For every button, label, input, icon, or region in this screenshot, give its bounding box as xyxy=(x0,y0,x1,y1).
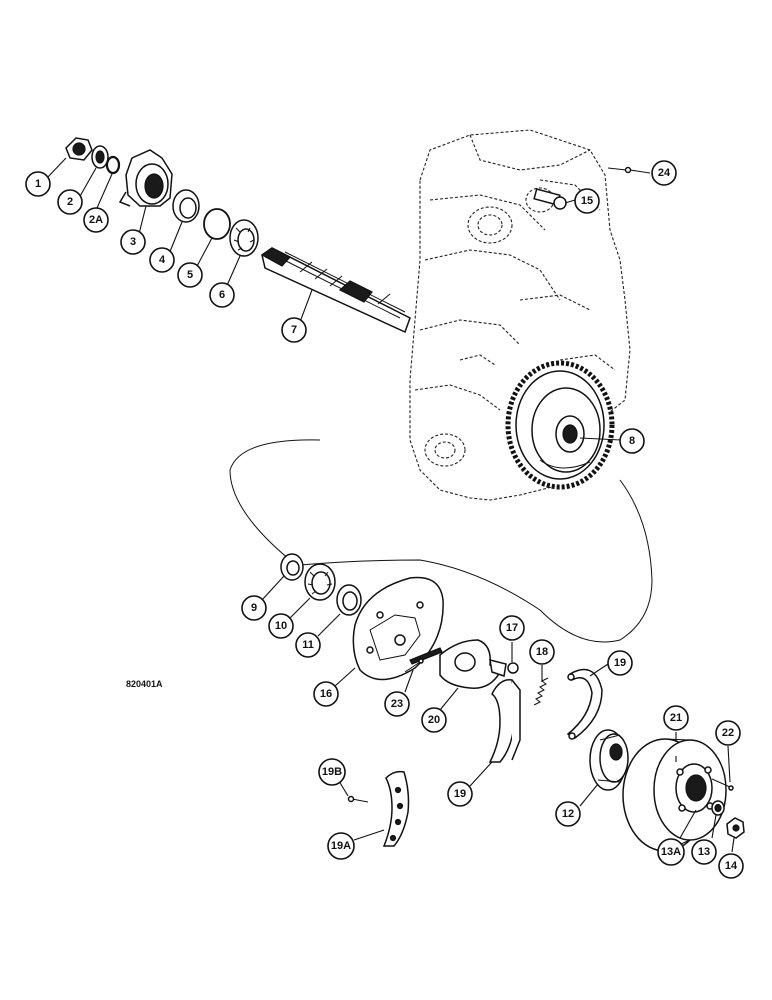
callout-24: 24 xyxy=(651,160,677,186)
callout-5-label: 5 xyxy=(187,269,193,281)
callout-13a: 13A xyxy=(657,838,685,866)
figure-reference-code: 820401A xyxy=(126,679,163,689)
o-ring xyxy=(105,155,121,175)
backing-plate xyxy=(352,576,444,681)
callout-2: 2 xyxy=(57,189,83,215)
anchor-bracket xyxy=(439,639,507,689)
callout-16: 16 xyxy=(313,681,339,707)
callout-2-label: 2 xyxy=(67,196,73,208)
brake-drum xyxy=(622,738,727,852)
screw xyxy=(404,658,424,673)
callout-1: 1 xyxy=(25,171,51,197)
callout-8-label: 8 xyxy=(629,435,635,447)
callout-20-label: 20 xyxy=(428,714,440,726)
callout-24-label: 24 xyxy=(658,167,671,179)
callout-2a: 2A xyxy=(83,207,109,233)
callout-19-lower-label: 19 xyxy=(454,788,466,800)
callout-19b-label: 19B xyxy=(322,766,342,778)
brake-shoe-lined xyxy=(382,770,410,847)
flat-washer xyxy=(711,800,725,816)
output-shaft xyxy=(260,247,411,334)
callout-22-label: 22 xyxy=(722,727,734,739)
rivet xyxy=(347,795,369,803)
callout-22: 22 xyxy=(715,720,741,746)
callout-16-label: 16 xyxy=(320,688,332,700)
callout-3-label: 3 xyxy=(130,236,136,248)
callout-7: 7 xyxy=(281,317,307,343)
callout-1-label: 1 xyxy=(35,178,41,190)
callout-2a-label: 2A xyxy=(89,214,103,226)
callout-13-label: 13 xyxy=(698,846,710,858)
transmission-housing xyxy=(409,129,631,501)
drum-screw xyxy=(711,778,734,791)
bearing xyxy=(304,563,336,601)
callout-21: 21 xyxy=(663,705,689,731)
washer xyxy=(91,145,109,169)
output-gear xyxy=(505,360,615,490)
callout-3: 3 xyxy=(120,229,146,255)
callout-4-label: 4 xyxy=(159,254,166,266)
callout-6: 6 xyxy=(209,282,235,308)
callout-11: 11 xyxy=(295,632,321,658)
callout-23-label: 23 xyxy=(391,698,403,710)
small-washer xyxy=(507,662,519,674)
callout-19a: 19A xyxy=(327,832,355,860)
callout-14-label: 14 xyxy=(725,860,738,872)
callout-19-upper-label: 19 xyxy=(614,657,626,669)
brake-shoe-lower xyxy=(488,679,521,763)
callout-20: 20 xyxy=(421,707,447,733)
callout-17-label: 17 xyxy=(506,622,518,634)
callout-12: 12 xyxy=(555,801,581,827)
callout-6-label: 6 xyxy=(219,289,225,301)
callout-19b: 19B xyxy=(318,758,346,786)
callout-9: 9 xyxy=(241,595,267,621)
callout-17: 17 xyxy=(499,615,525,641)
rear-seal xyxy=(336,584,362,616)
front-bearing xyxy=(229,219,259,257)
yoke xyxy=(118,149,173,207)
callout-15: 15 xyxy=(574,188,600,214)
callout-23: 23 xyxy=(384,691,410,717)
callout-12-label: 12 xyxy=(562,808,574,820)
callout-18-label: 18 xyxy=(536,646,548,658)
callout-11-label: 11 xyxy=(302,639,314,651)
callout-8: 8 xyxy=(619,428,645,454)
callout-19a-label: 19A xyxy=(331,840,351,852)
callout-13: 13 xyxy=(691,839,717,865)
pin xyxy=(607,166,632,174)
callout-4: 4 xyxy=(149,247,175,273)
nut xyxy=(65,137,93,161)
callout-13a-label: 13A xyxy=(661,846,681,858)
callout-21-label: 21 xyxy=(670,712,682,724)
callout-9-label: 9 xyxy=(251,602,257,614)
callout-19-lower: 19 xyxy=(447,781,473,807)
actuator xyxy=(589,729,629,791)
callout-10-label: 10 xyxy=(275,620,287,632)
callout-10: 10 xyxy=(268,613,294,639)
seal xyxy=(172,189,200,223)
assembly-loop-line xyxy=(229,439,653,643)
lock-nut xyxy=(726,817,745,839)
snap-ring xyxy=(203,208,231,240)
bearing-cup xyxy=(280,553,304,581)
dowel-pin xyxy=(533,188,567,210)
callout-15-label: 15 xyxy=(581,195,593,207)
brake-shoe-upper xyxy=(566,668,603,740)
callout-18: 18 xyxy=(529,639,555,665)
spring xyxy=(533,677,549,706)
callout-19-upper: 19 xyxy=(607,650,633,676)
callout-14: 14 xyxy=(718,853,744,879)
callout-7-label: 7 xyxy=(291,324,297,336)
callout-5: 5 xyxy=(177,262,203,288)
